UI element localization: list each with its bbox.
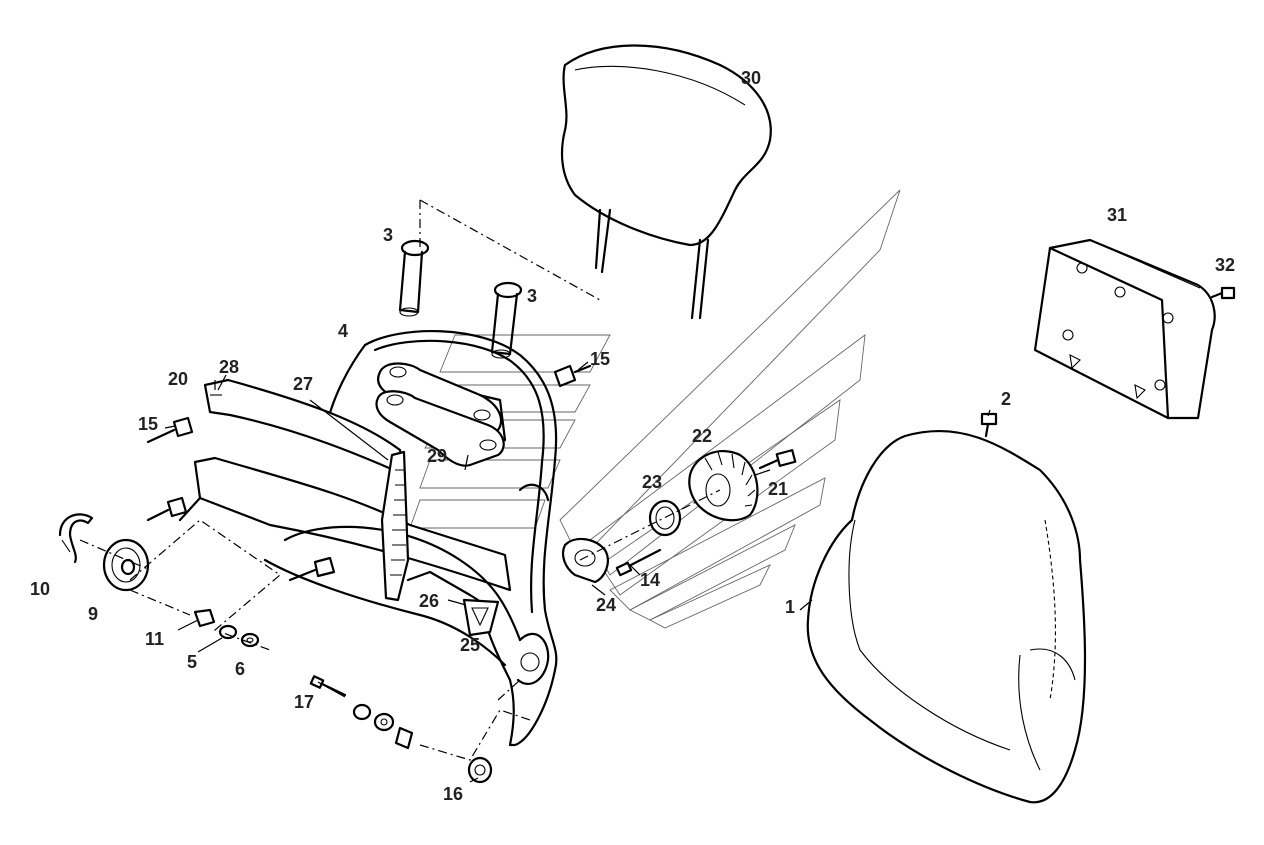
callout-5: 5 [187, 652, 198, 672]
clip-axis-line [79, 539, 151, 571]
callout-14: 14 [640, 570, 661, 590]
guide-sleeve-right [490, 281, 523, 359]
callout-4: 4 [338, 321, 349, 341]
washer-17b [373, 712, 395, 732]
washer-17a [352, 703, 372, 721]
callout-2: 2 [1001, 389, 1012, 409]
callout-25: 25 [460, 635, 481, 655]
headrest [560, 44, 772, 320]
screw-15-right [553, 364, 592, 388]
callout-21: 21 [768, 479, 789, 499]
callout-9: 9 [88, 604, 99, 624]
back-cushion [806, 429, 1087, 804]
handwheel-9 [102, 538, 150, 592]
screw-21 [758, 449, 797, 470]
callout-6: 6 [235, 659, 246, 679]
adjuster-rack [380, 450, 410, 602]
callout-32: 32 [1215, 255, 1236, 275]
callout-11: 11 [145, 629, 165, 649]
callout-15-left: 15 [138, 414, 159, 434]
callout-3-left: 3 [383, 225, 394, 245]
lower-dash-line [129, 589, 191, 616]
callout-17: 17 [294, 692, 315, 712]
recliner-knob-22 [688, 450, 759, 522]
leader-lines [164, 361, 991, 783]
bearing-23 [648, 499, 682, 537]
washer-6 [240, 632, 260, 648]
bolt-17 [309, 675, 347, 697]
screw-15-left [146, 416, 194, 444]
spacer-11 [193, 608, 216, 628]
callout-10: 10 [30, 579, 51, 599]
callout-15-right: 15 [590, 349, 611, 369]
lower-strap [178, 456, 512, 592]
callout-31: 31 [1107, 205, 1128, 225]
callout-23: 23 [642, 472, 663, 492]
guide-sleeve-left [398, 239, 430, 317]
bolt-2 [980, 412, 998, 438]
bolt-32 [1210, 286, 1236, 300]
pivot-dash-line-2 [497, 679, 521, 701]
pivot-dash-line [419, 709, 531, 761]
callout-24: 24 [596, 595, 617, 615]
callout-27: 27 [293, 374, 314, 394]
knob-axis-line [579, 489, 721, 561]
headrest-bracket [375, 362, 505, 467]
callout-1: 1 [785, 597, 796, 617]
callout-28: 28 [219, 357, 240, 377]
cap-16 [467, 756, 493, 784]
callout-22: 22 [692, 426, 713, 446]
callout-29: 29 [427, 446, 448, 466]
back-cover-panel [1033, 238, 1216, 420]
lever-26 [406, 570, 480, 602]
screw-lower-mid [288, 556, 336, 582]
spring-clip-10 [58, 513, 94, 564]
bushing-17 [394, 726, 414, 750]
callout-30: 30 [741, 68, 762, 88]
callout-20: 20 [168, 369, 189, 389]
pivot-housing-24 [561, 537, 609, 584]
upper-strap [203, 378, 407, 477]
guide-dash-line [419, 199, 601, 301]
washer-5 [218, 624, 238, 640]
catch-25 [462, 598, 500, 637]
callout-3-right: 3 [527, 286, 538, 306]
callout-16: 16 [443, 784, 464, 804]
lower-dash-box [129, 519, 281, 651]
screw-15-mid [146, 496, 188, 522]
callout-26: 26 [419, 591, 440, 611]
